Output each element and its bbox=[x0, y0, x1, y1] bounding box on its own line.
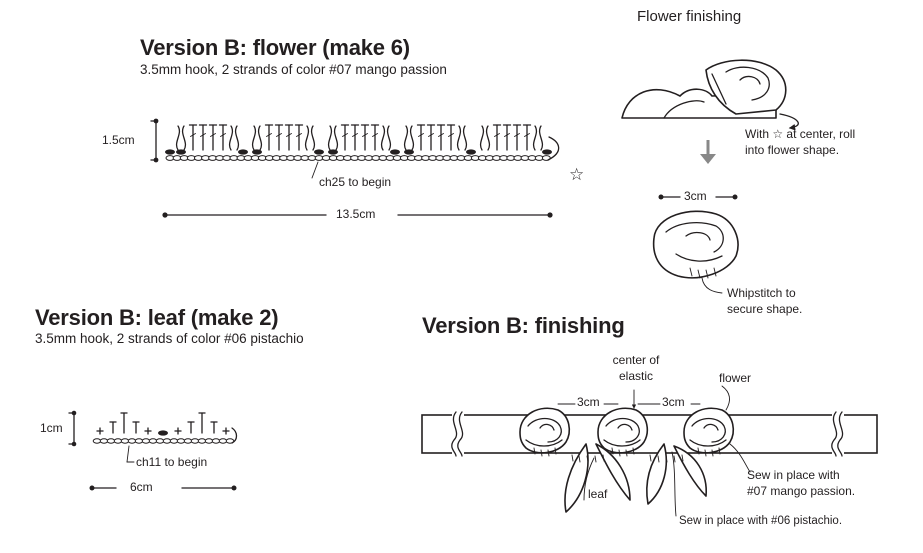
sew-pistachio-note: Sew in place with #06 pistachio. bbox=[679, 515, 843, 527]
chain-loop bbox=[456, 125, 462, 151]
rolled-strip-illustration bbox=[621, 59, 799, 131]
spacing-left-label: 3cm bbox=[577, 395, 600, 409]
stitch-row bbox=[96, 412, 230, 436]
elastic-band bbox=[421, 410, 878, 458]
sew-mango-line-1: Sew in place with bbox=[747, 468, 840, 482]
flower-size-indicator bbox=[658, 194, 738, 200]
spacing-right-label: 3cm bbox=[662, 395, 685, 409]
slip-stitch bbox=[238, 149, 248, 155]
chain-loop bbox=[228, 125, 234, 151]
center-of-elastic-line-1: center of bbox=[612, 353, 660, 367]
center-of-elastic-line-2: elastic bbox=[618, 369, 653, 383]
assembly-flowers bbox=[519, 407, 735, 457]
chain-stitch bbox=[148, 438, 158, 444]
leaf-chain-note: ch11 to begin bbox=[136, 455, 208, 469]
leaf-chart-title: Version B: leaf (make 2) bbox=[35, 305, 279, 330]
width-indicator bbox=[162, 212, 553, 218]
chain-loop bbox=[538, 125, 544, 151]
chain-note-leader bbox=[311, 161, 319, 179]
down-arrow bbox=[700, 140, 716, 164]
chain-stitch bbox=[106, 438, 116, 444]
chain-stitch bbox=[204, 438, 214, 444]
chain-loop bbox=[409, 125, 415, 151]
rolled-flower-illustration bbox=[652, 210, 739, 294]
slip-stitch bbox=[176, 149, 186, 155]
chain-loop bbox=[532, 125, 538, 151]
chain-loop bbox=[462, 125, 468, 151]
start-star-icon: ☆ bbox=[569, 165, 585, 184]
whipstitch-line-1: Whipstitch to bbox=[727, 286, 796, 300]
chain-stitch bbox=[127, 438, 137, 444]
flower-chart-title: Version B: flower (make 6) bbox=[140, 35, 410, 60]
chain-stitch bbox=[155, 438, 165, 444]
chain-stitch bbox=[190, 438, 200, 444]
flower-stitch-chart bbox=[150, 118, 560, 218]
slip-stitch bbox=[158, 430, 168, 436]
chain-stitch bbox=[120, 438, 130, 444]
chain-stitch bbox=[176, 438, 186, 444]
chain-loop bbox=[327, 125, 333, 151]
chain-loop bbox=[257, 125, 263, 151]
slip-stitch bbox=[314, 149, 324, 155]
chain-loop bbox=[251, 125, 257, 151]
flower-chain-note: ch25 to begin bbox=[319, 175, 392, 189]
slip-stitch bbox=[404, 149, 414, 155]
chain-stitch bbox=[92, 438, 102, 444]
whipstitch-line-2: secure shape. bbox=[727, 302, 803, 316]
roll-note-line-2: into flower shape. bbox=[745, 143, 840, 157]
slip-stitch bbox=[466, 149, 476, 155]
chain-loop bbox=[175, 125, 181, 151]
flower-callout: flower bbox=[719, 371, 752, 385]
slip-stitch bbox=[252, 149, 262, 155]
chain-stitch bbox=[218, 438, 228, 444]
chain-loop bbox=[310, 125, 316, 151]
slip-stitch bbox=[390, 149, 400, 155]
flower-size-label: 3cm bbox=[684, 189, 707, 203]
chain-stitch bbox=[169, 438, 179, 444]
chain-loop bbox=[380, 125, 386, 151]
flower-height-label: 1.5cm bbox=[102, 133, 135, 147]
flower-finishing-title: Flower finishing bbox=[637, 8, 742, 25]
leaf-callout: leaf bbox=[588, 487, 608, 501]
roll-note-line-1: With ☆ at center, roll bbox=[745, 127, 856, 141]
chain-loop bbox=[479, 125, 485, 151]
slip-stitch bbox=[165, 149, 175, 155]
stitch-row bbox=[165, 124, 552, 155]
chain-loop bbox=[403, 125, 409, 151]
chain-stitch bbox=[134, 438, 144, 444]
chain-row bbox=[165, 155, 551, 161]
chain-loop bbox=[234, 125, 240, 151]
finishing-title: Version B: finishing bbox=[422, 313, 625, 338]
chain-loop bbox=[386, 125, 392, 151]
flower-chart-subtitle: 3.5mm hook, 2 strands of color #07 mango… bbox=[140, 62, 447, 77]
leaf-width-label: 6cm bbox=[130, 480, 153, 494]
chain-stitch bbox=[113, 438, 123, 444]
chain-stitch bbox=[183, 438, 193, 444]
leaves bbox=[564, 443, 707, 513]
chain-loop bbox=[485, 125, 491, 151]
chain-loop bbox=[304, 125, 310, 151]
turning-chain bbox=[547, 136, 560, 161]
chain-row bbox=[92, 438, 235, 444]
chain-loop bbox=[333, 125, 339, 151]
chain-stitch bbox=[99, 438, 109, 444]
chain-stitch bbox=[197, 438, 207, 444]
leaf-chart-subtitle: 3.5mm hook, 2 strands of color #06 pista… bbox=[35, 331, 304, 346]
leaf-stitch-chart bbox=[68, 410, 238, 491]
chain-loop bbox=[181, 125, 187, 151]
chain-stitch bbox=[211, 438, 221, 444]
chain-stitch bbox=[141, 438, 151, 444]
flower-width-label: 13.5cm bbox=[336, 207, 376, 221]
assembly-leaders bbox=[557, 385, 751, 517]
sew-mango-line-2: #07 mango passion. bbox=[747, 484, 856, 498]
chain-stitch bbox=[162, 438, 172, 444]
slip-stitch bbox=[542, 149, 552, 155]
leaf-height-label: 1cm bbox=[40, 421, 63, 435]
slip-stitch bbox=[328, 149, 338, 155]
